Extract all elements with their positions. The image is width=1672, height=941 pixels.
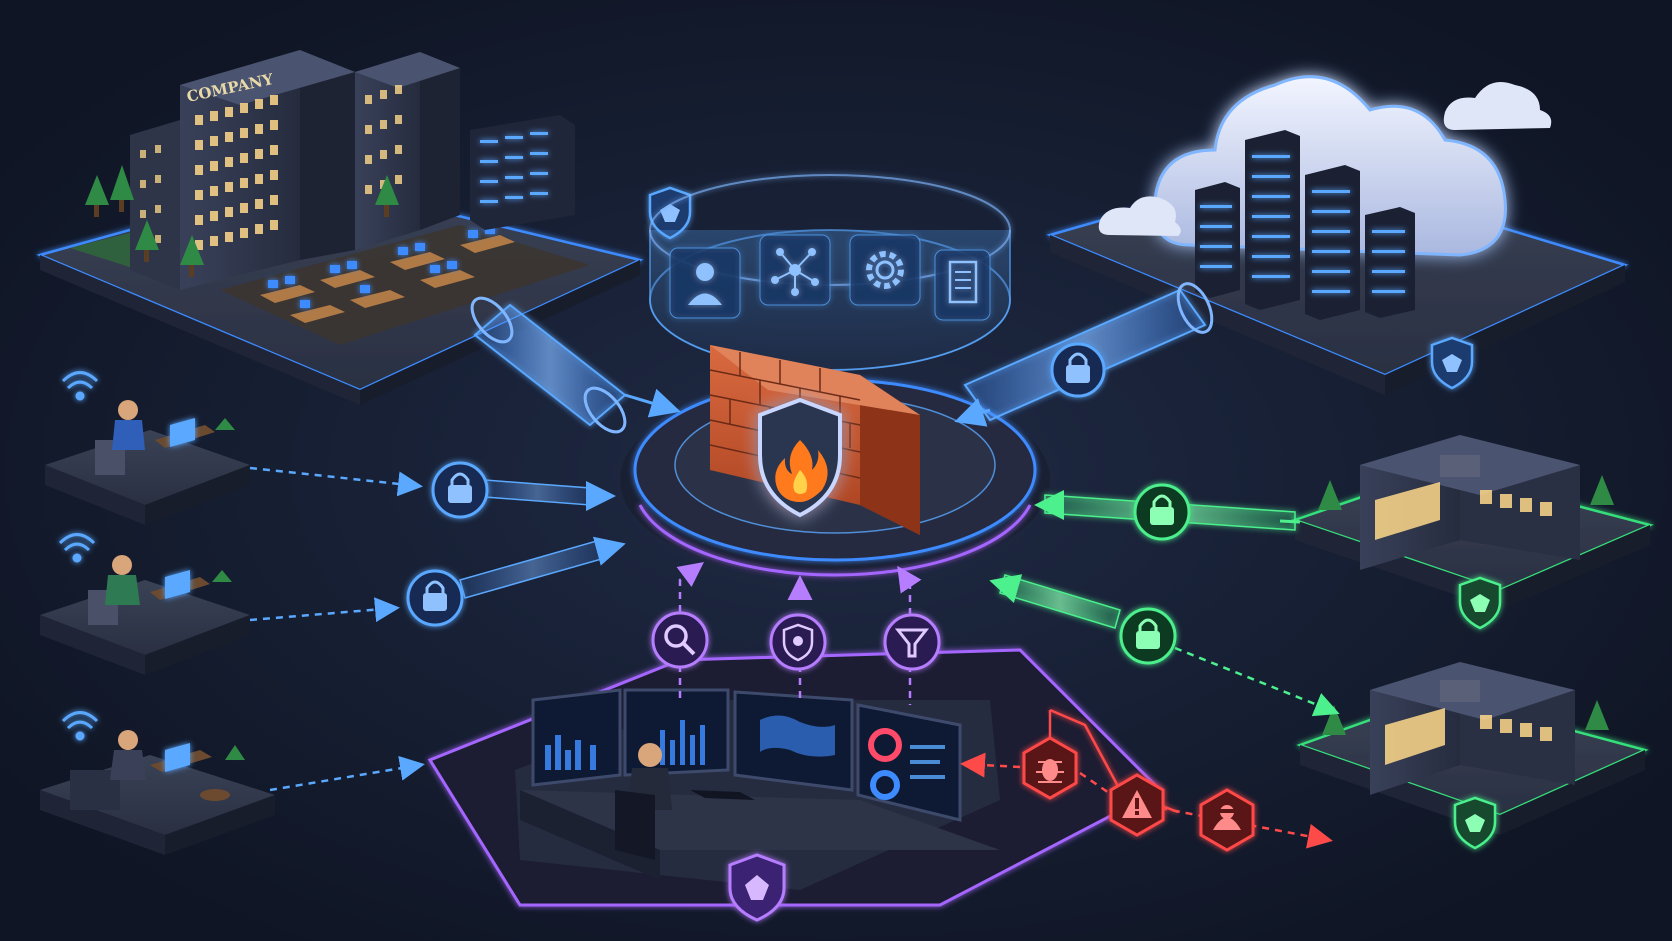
remote-tunnel-upper	[431, 461, 616, 519]
remote-worker-3	[40, 711, 425, 855]
branch-office-1	[1291, 435, 1654, 630]
gear-icon	[849, 234, 921, 306]
remote-tunnel-lower	[406, 536, 626, 627]
small-cloud-right	[1443, 81, 1552, 130]
branch-1-shield-icon	[1458, 576, 1502, 630]
hacker-icon	[1199, 788, 1255, 852]
cloud-data-center	[1046, 75, 1629, 395]
soc-monitoring-center	[427, 648, 1163, 922]
funnel-icon	[883, 613, 941, 671]
cloud-tunnel-padlock-icon	[1050, 342, 1106, 398]
user-icon	[669, 247, 741, 319]
padlock-icon	[1119, 607, 1177, 665]
branch-tunnel-upper	[1034, 483, 1301, 541]
branch-tunnel-lower	[989, 574, 1340, 717]
soc-shield-icon	[728, 853, 786, 922]
policy-hologram-ring	[649, 174, 1011, 371]
network-nodes-icon	[759, 234, 831, 306]
threat-flow	[960, 708, 1333, 852]
padlock-icon	[431, 461, 489, 519]
hq-server-rack	[470, 115, 575, 230]
branch-2-shield-icon	[1453, 796, 1497, 850]
document-icon	[934, 249, 991, 321]
shield-flame-icon	[758, 397, 842, 518]
hq-tunnel	[470, 296, 681, 434]
soc-operator	[615, 743, 672, 860]
wifi-icon	[61, 371, 99, 401]
wifi-icon	[61, 711, 99, 741]
soc-monitors	[531, 688, 962, 822]
cloud-shape	[1152, 75, 1507, 257]
hq-trees	[85, 165, 399, 277]
virus-shield-icon	[769, 613, 827, 671]
bug-icon	[1022, 736, 1078, 800]
remote-worker-1	[45, 371, 423, 525]
hq-tower: COMPANY	[180, 50, 355, 290]
padlock-icon	[406, 569, 464, 627]
branch-office-2	[1296, 662, 1649, 850]
hq-annex	[355, 52, 460, 250]
remote-worker-2	[40, 533, 400, 675]
magnifier-icon	[651, 611, 709, 669]
warning-icon	[1109, 773, 1165, 837]
cloud-servers	[1195, 130, 1415, 320]
cloud-tunnel	[954, 282, 1214, 427]
wifi-icon	[58, 533, 96, 563]
hq-open-office	[220, 225, 590, 345]
firewall-hub	[620, 345, 1050, 580]
soc-tools	[651, 562, 941, 705]
small-cloud-left	[1098, 196, 1181, 236]
hq-office-campus: COMPANY	[36, 50, 692, 405]
cloud-shield-icon	[1430, 336, 1474, 390]
padlock-icon	[1133, 483, 1191, 541]
